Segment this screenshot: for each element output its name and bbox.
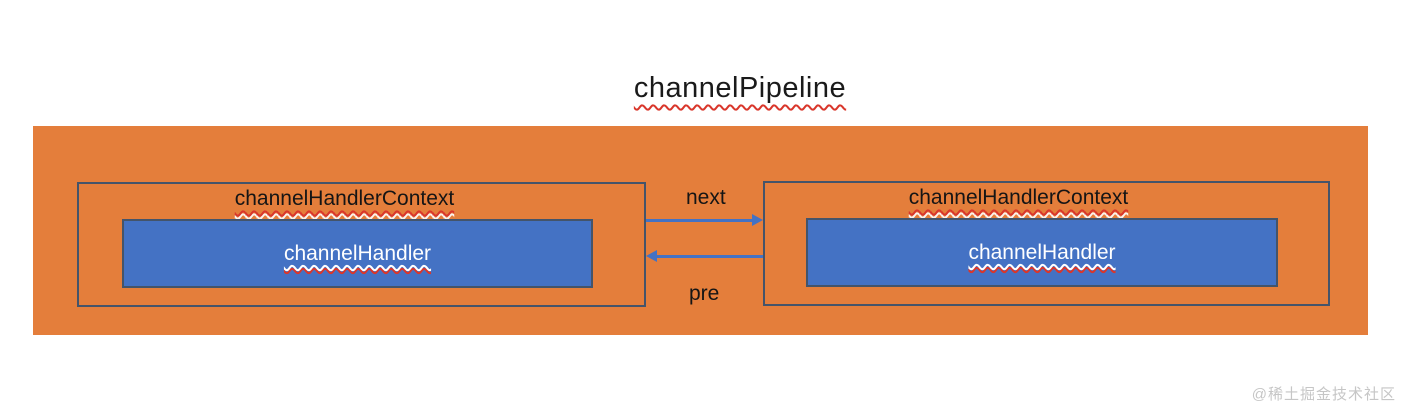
context-label-right-squiggle: channelHandlerContext bbox=[909, 186, 1128, 209]
context-label-right: channelHandlerContext bbox=[737, 186, 1300, 210]
handler-label-left-text: channelHandler bbox=[283, 241, 432, 265]
pre-arrow-line bbox=[657, 255, 763, 258]
next-arrow-label: next bbox=[686, 186, 726, 209]
page-title: channelPipeline bbox=[440, 72, 1040, 105]
pre-arrowhead bbox=[646, 250, 657, 262]
handler-context-box-right: channelHandlerContext channelHandler bbox=[763, 181, 1330, 306]
handler-context-box-left: channelHandlerContext channelHandler bbox=[77, 182, 646, 307]
handler-label-left-squiggle: channelHandler bbox=[284, 242, 431, 266]
watermark-text: @稀土掘金技术社区 bbox=[1251, 386, 1396, 403]
handler-box-right: channelHandler bbox=[806, 218, 1278, 287]
context-label-left-squiggle: channelHandlerContext bbox=[235, 187, 454, 210]
handler-label-right-text: channelHandler bbox=[968, 240, 1116, 264]
handler-box-left: channelHandler bbox=[122, 219, 593, 288]
context-label-left: channelHandlerContext bbox=[62, 187, 627, 211]
context-label-left-text: channelHandlerContext bbox=[234, 187, 455, 210]
context-label-right-text: channelHandlerContext bbox=[908, 186, 1129, 209]
next-arrow-line bbox=[646, 219, 752, 222]
handler-label-right-squiggle: channelHandler bbox=[968, 241, 1115, 265]
next-arrowhead bbox=[752, 214, 763, 226]
page-title-text: channelPipeline bbox=[633, 72, 847, 104]
pre-arrow-label: pre bbox=[689, 282, 720, 305]
